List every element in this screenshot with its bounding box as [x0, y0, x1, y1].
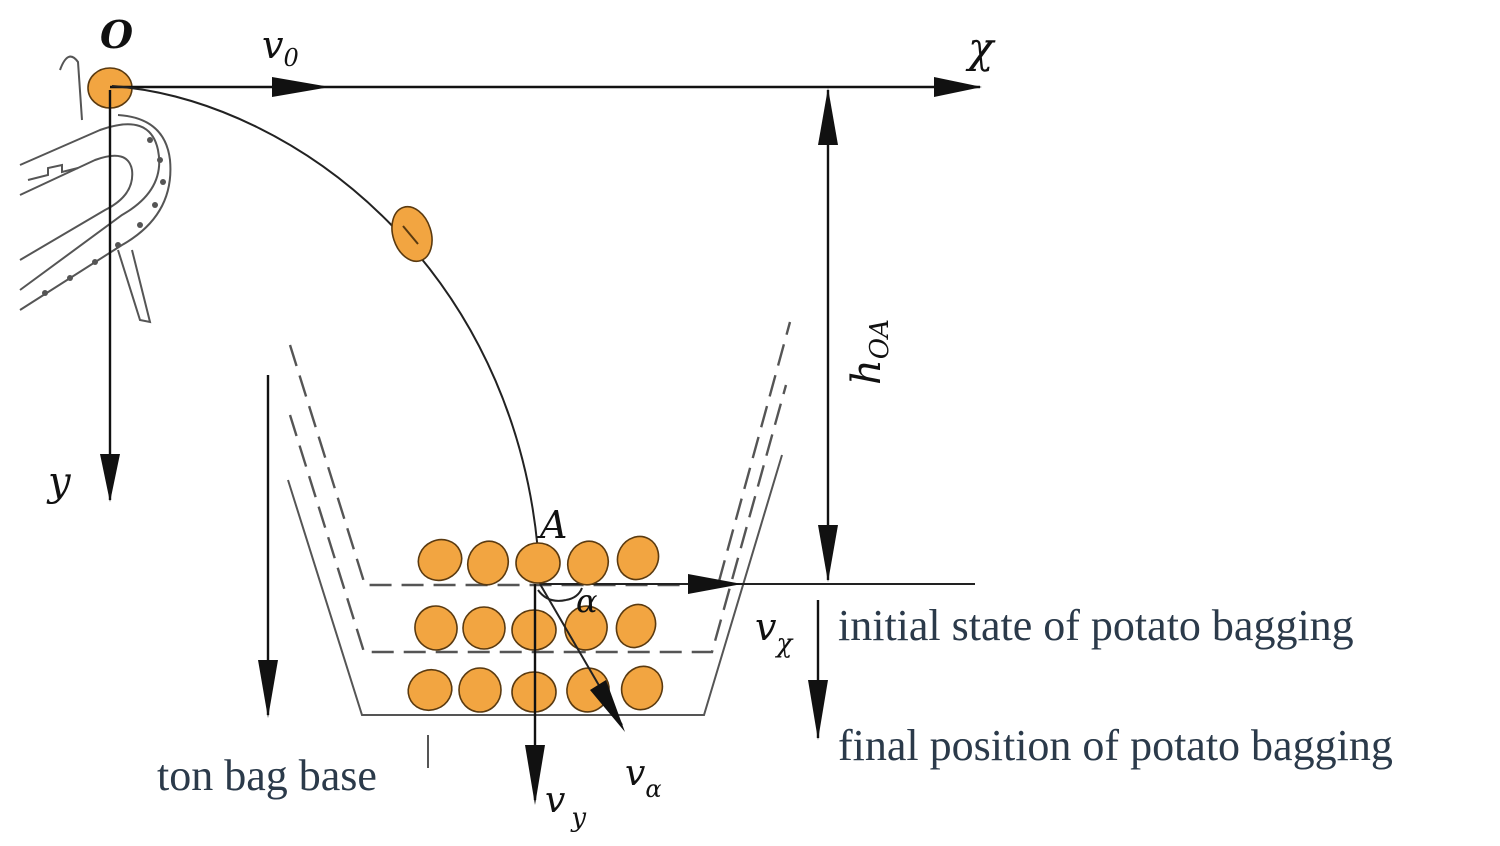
- ton-bag-mid-dashed: [288, 384, 788, 654]
- potato-row-bottom: [407, 665, 664, 713]
- x-axis-label: χ: [965, 23, 996, 72]
- potato-row-middle: [414, 603, 657, 651]
- v0-label: v0: [262, 23, 299, 72]
- conveyor-belt: [19, 55, 172, 324]
- valpha-arrow: [590, 680, 625, 732]
- y-axis-label: y: [46, 459, 72, 505]
- caption-initial-state: initial state of potato bagging: [838, 601, 1354, 650]
- caption-final-position: final position of potato bagging: [838, 721, 1393, 770]
- v0-arrow: [272, 77, 330, 97]
- valpha-label: vα: [625, 753, 662, 803]
- trajectory-curve: [111, 85, 541, 586]
- origin-label: O: [100, 12, 133, 57]
- potato-row-top: [417, 535, 660, 586]
- potato-midair: [391, 205, 433, 263]
- vx-arrow: [688, 574, 742, 594]
- point-a-label: A: [537, 503, 567, 547]
- height-label: hOA: [844, 319, 895, 385]
- alpha-label: α: [576, 582, 598, 620]
- vy-arrow: [525, 745, 545, 805]
- caption-ton-bag-base: ton bag base: [157, 751, 377, 800]
- alpha-arc: [565, 587, 583, 601]
- vx-label: vχ: [755, 605, 794, 659]
